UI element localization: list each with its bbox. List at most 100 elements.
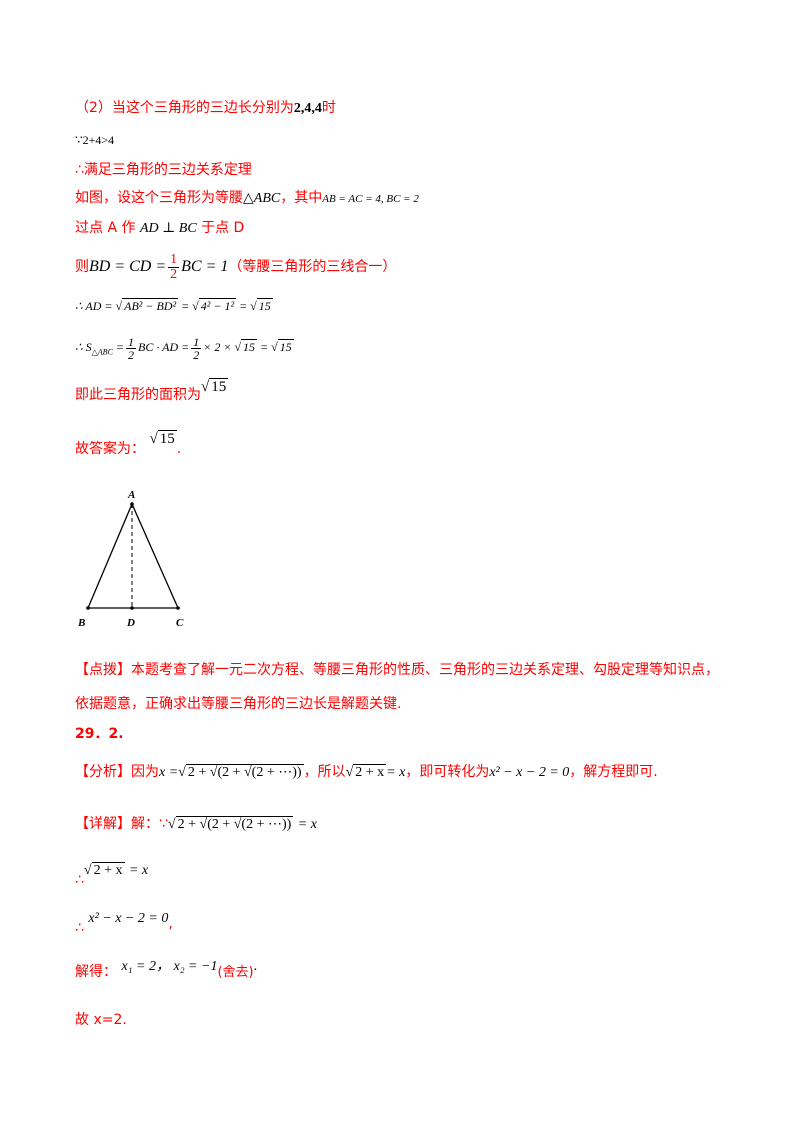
sqrt-15: √15	[201, 378, 229, 395]
label-c: C	[176, 617, 184, 629]
text: ∴ AD =	[75, 299, 113, 313]
radicand: 15	[256, 298, 273, 313]
text: ，其中	[280, 190, 323, 206]
frac-den: 2	[128, 347, 135, 362]
sqrt-15: √15	[234, 339, 258, 354]
text: 解得：	[75, 964, 117, 980]
radicand: 15	[277, 339, 294, 354]
text: 即此三角形的面积为	[75, 387, 201, 403]
radicand: 2 + √(2 + √(2 + ⋯))	[185, 764, 304, 780]
point-a	[130, 502, 134, 506]
sqrt-2x: √2 + x	[83, 862, 125, 878]
radicand: AB² − BD²	[122, 298, 179, 313]
answer-line: 故答案为： √15.	[75, 430, 182, 462]
text: ,	[168, 916, 173, 932]
sqrt-3: √15	[250, 298, 273, 313]
math-equation: x² − x − 2 = 0	[489, 765, 570, 780]
text: 【详解】解：∵	[75, 816, 168, 832]
text: 则	[75, 259, 89, 275]
step-2: ∴ x² − x − 2 = 0,	[75, 904, 173, 936]
frac-num: 1	[168, 251, 180, 268]
final-answer: 故 x=2.	[75, 1012, 127, 1028]
therefore-symbol: ∴	[75, 872, 84, 888]
solution-line: 【详解】解：∵√2 + √(2 + √(2 + ⋯)) = x	[75, 812, 317, 837]
frac-den: 2	[193, 347, 200, 362]
radicand: 15	[241, 339, 258, 354]
frac-num: 1	[191, 334, 202, 349]
dianbo-line-2: 依据题意，正确求出等腰三角形的三边长是解题关键.	[75, 696, 402, 712]
math: x =	[159, 765, 179, 780]
sqrt-2x: √2 + x	[345, 764, 387, 780]
step-3: 解得： x₁ = 2， x₂ = −1(舍去).	[75, 958, 257, 987]
step-1: ∴√2 + x = x	[75, 856, 149, 888]
frac-num: 1	[126, 334, 137, 349]
nested-sqrt: √2 + √(2 + √(2 + ⋯))	[178, 764, 304, 780]
dianbo-line-1: 【点拨】本题考查了解一元二次方程、等腰三角形的性质、三角形的三边关系定理、勾股定…	[75, 662, 719, 678]
label-a: A	[127, 489, 135, 501]
text: ，即可转化为	[405, 764, 490, 780]
math: = x	[297, 817, 317, 832]
sqrt-15b: √15	[271, 339, 294, 354]
math-bd-cd: BD = CD =	[89, 258, 167, 275]
side-ab	[87, 503, 133, 609]
text: ∴ S	[75, 340, 92, 354]
eq: =	[181, 299, 190, 313]
text: BC · AD =	[138, 340, 190, 354]
text: 如图，设这个三角形为等腰	[75, 190, 243, 206]
math-sides-eq: AB = AC = 4, BC = 2	[322, 193, 419, 205]
text: 过点 A 作	[75, 220, 136, 236]
analysis-line: 【分析】因为x =√2 + √(2 + √(2 + ⋯))，所以√2 + x= …	[75, 760, 658, 785]
math-bc: BC = 1	[181, 258, 229, 275]
math: = x	[386, 765, 406, 780]
math-equation: x² − x − 2 = 0	[88, 911, 169, 926]
area-result-line: 即此三角形的面积为√15	[75, 378, 229, 408]
eq: =	[260, 340, 269, 354]
text: 时	[321, 100, 336, 116]
text: × 2 ×	[203, 340, 232, 354]
text: 故答案为：	[75, 441, 145, 457]
isosceles-triangle-figure: A B D C	[77, 489, 184, 629]
text: 于点 D	[201, 220, 245, 236]
part2-condition: （2）当这个三角形的三边长分别为2,4,4时	[75, 98, 336, 119]
text: （2）当这个三角形的三边长分别为	[75, 100, 294, 116]
radicand: 15	[157, 430, 177, 447]
text: .	[253, 959, 258, 974]
point-c	[176, 606, 180, 610]
eq: =	[115, 340, 125, 354]
math-roots: x₁ = 2， x₂ = −1	[121, 959, 218, 974]
point-d	[130, 606, 134, 610]
figure-setup-line: 如图，设这个三角形为等腰△ABC，其中AB = AC = 4, BC = 2	[75, 188, 419, 209]
text: 【分析】因为	[75, 764, 159, 780]
text: ，所以	[303, 764, 346, 780]
radicand: 15	[209, 378, 229, 395]
subscript: △ABC	[91, 347, 113, 357]
radicand: 2 + x	[353, 764, 387, 780]
point-b	[86, 606, 90, 610]
math: = x	[128, 863, 149, 878]
inequality-line: ∵2+4>4	[75, 133, 115, 147]
text: ，解方程即可.	[569, 764, 658, 780]
label-d: D	[126, 617, 135, 629]
text: (舍去)	[217, 965, 254, 980]
math-sides: 2,4,4	[293, 101, 322, 116]
ad-calc-line: ∴ AD = √AB² − BD² = √4² − 1² = √15	[75, 296, 273, 316]
side-ac	[131, 503, 179, 609]
eq: =	[239, 299, 248, 313]
sqrt-15: √15	[149, 430, 177, 447]
radicand: 4² − 1²	[198, 298, 237, 313]
question-29-answer: 29．2.	[75, 726, 124, 742]
frac-den: 2	[170, 266, 178, 282]
text: .	[176, 441, 182, 457]
text: （等腰三角形的三线合一）	[228, 259, 397, 275]
therefore-symbol: ∴	[75, 920, 84, 936]
math-triangle: △ABC	[243, 191, 281, 206]
nested-sqrt: √2 + √(2 + √(2 + ⋯))	[167, 816, 294, 832]
math-perp: AD ⊥ BC	[139, 221, 197, 236]
altitude-line: 过点 A 作 AD ⊥ BC 于点 D	[75, 218, 244, 239]
radicand: 2 + x	[91, 862, 125, 878]
triangle-inequality-statement: ∴满足三角形的三边关系定理	[75, 162, 252, 178]
